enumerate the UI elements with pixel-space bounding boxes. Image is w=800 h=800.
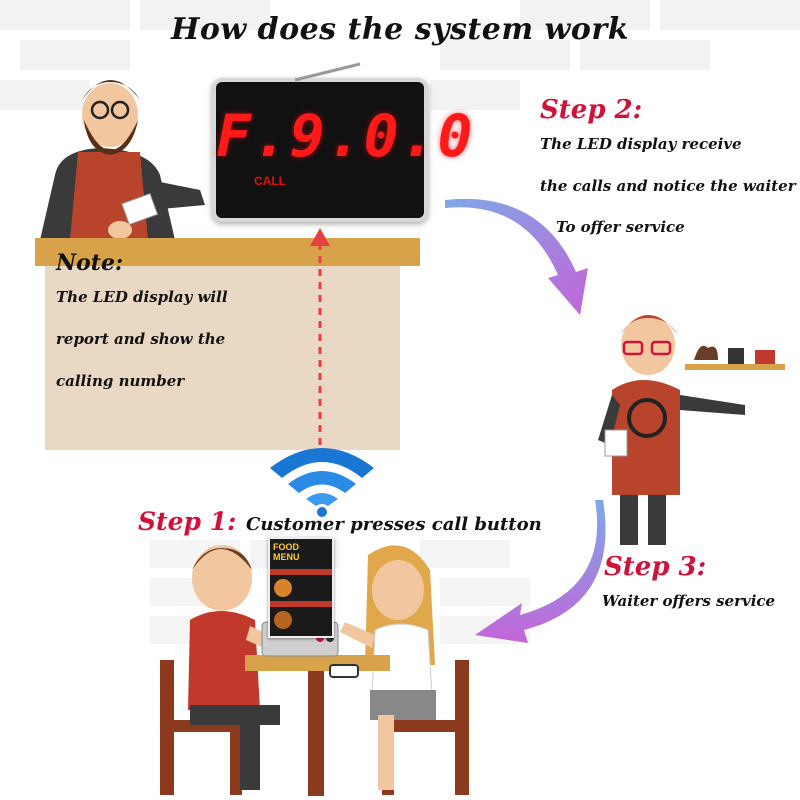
note-heading: Note:	[56, 250, 124, 276]
step2-line-1: The LED display receive	[540, 135, 742, 153]
menu-food-photo	[274, 611, 292, 629]
led-number: F.9.0.0	[216, 102, 475, 170]
step3-label: Step 3:	[604, 552, 707, 582]
note-line-2: report and show the	[56, 330, 226, 348]
counter-illustration	[35, 80, 420, 450]
step1-text: Customer presses call button	[246, 514, 542, 535]
step2-label: Step 2:	[540, 95, 643, 125]
menu-red-band	[270, 569, 332, 575]
table-scene-illustration	[160, 545, 469, 796]
chef-figure	[40, 80, 205, 240]
menu-food-photo	[274, 579, 292, 597]
step3-text: Waiter offers service	[602, 592, 776, 610]
led-antenna	[294, 62, 361, 82]
step1-label: Step 1:	[138, 507, 237, 536]
waiter-illustration	[598, 315, 785, 545]
step2-line-2: the calls and notice the waiter	[540, 177, 796, 195]
arrow-to-table	[475, 500, 606, 643]
step2-line-3: To offer service	[556, 218, 685, 236]
note-line-1: The LED display will	[56, 288, 228, 306]
arrow-to-waiter	[445, 198, 588, 315]
menu-title-line-2: MENU	[273, 552, 300, 562]
wifi-icon	[270, 448, 374, 517]
page-title: How does the system work	[170, 12, 629, 47]
note-line-3: calling number	[56, 372, 185, 390]
menu-board: FOOD MENU	[268, 537, 334, 638]
menu-red-band	[270, 601, 332, 607]
menu-title-line-1: FOOD	[273, 542, 299, 552]
led-display: F.9.0.0 CALL	[212, 78, 475, 222]
led-call-label: CALL	[254, 174, 286, 188]
